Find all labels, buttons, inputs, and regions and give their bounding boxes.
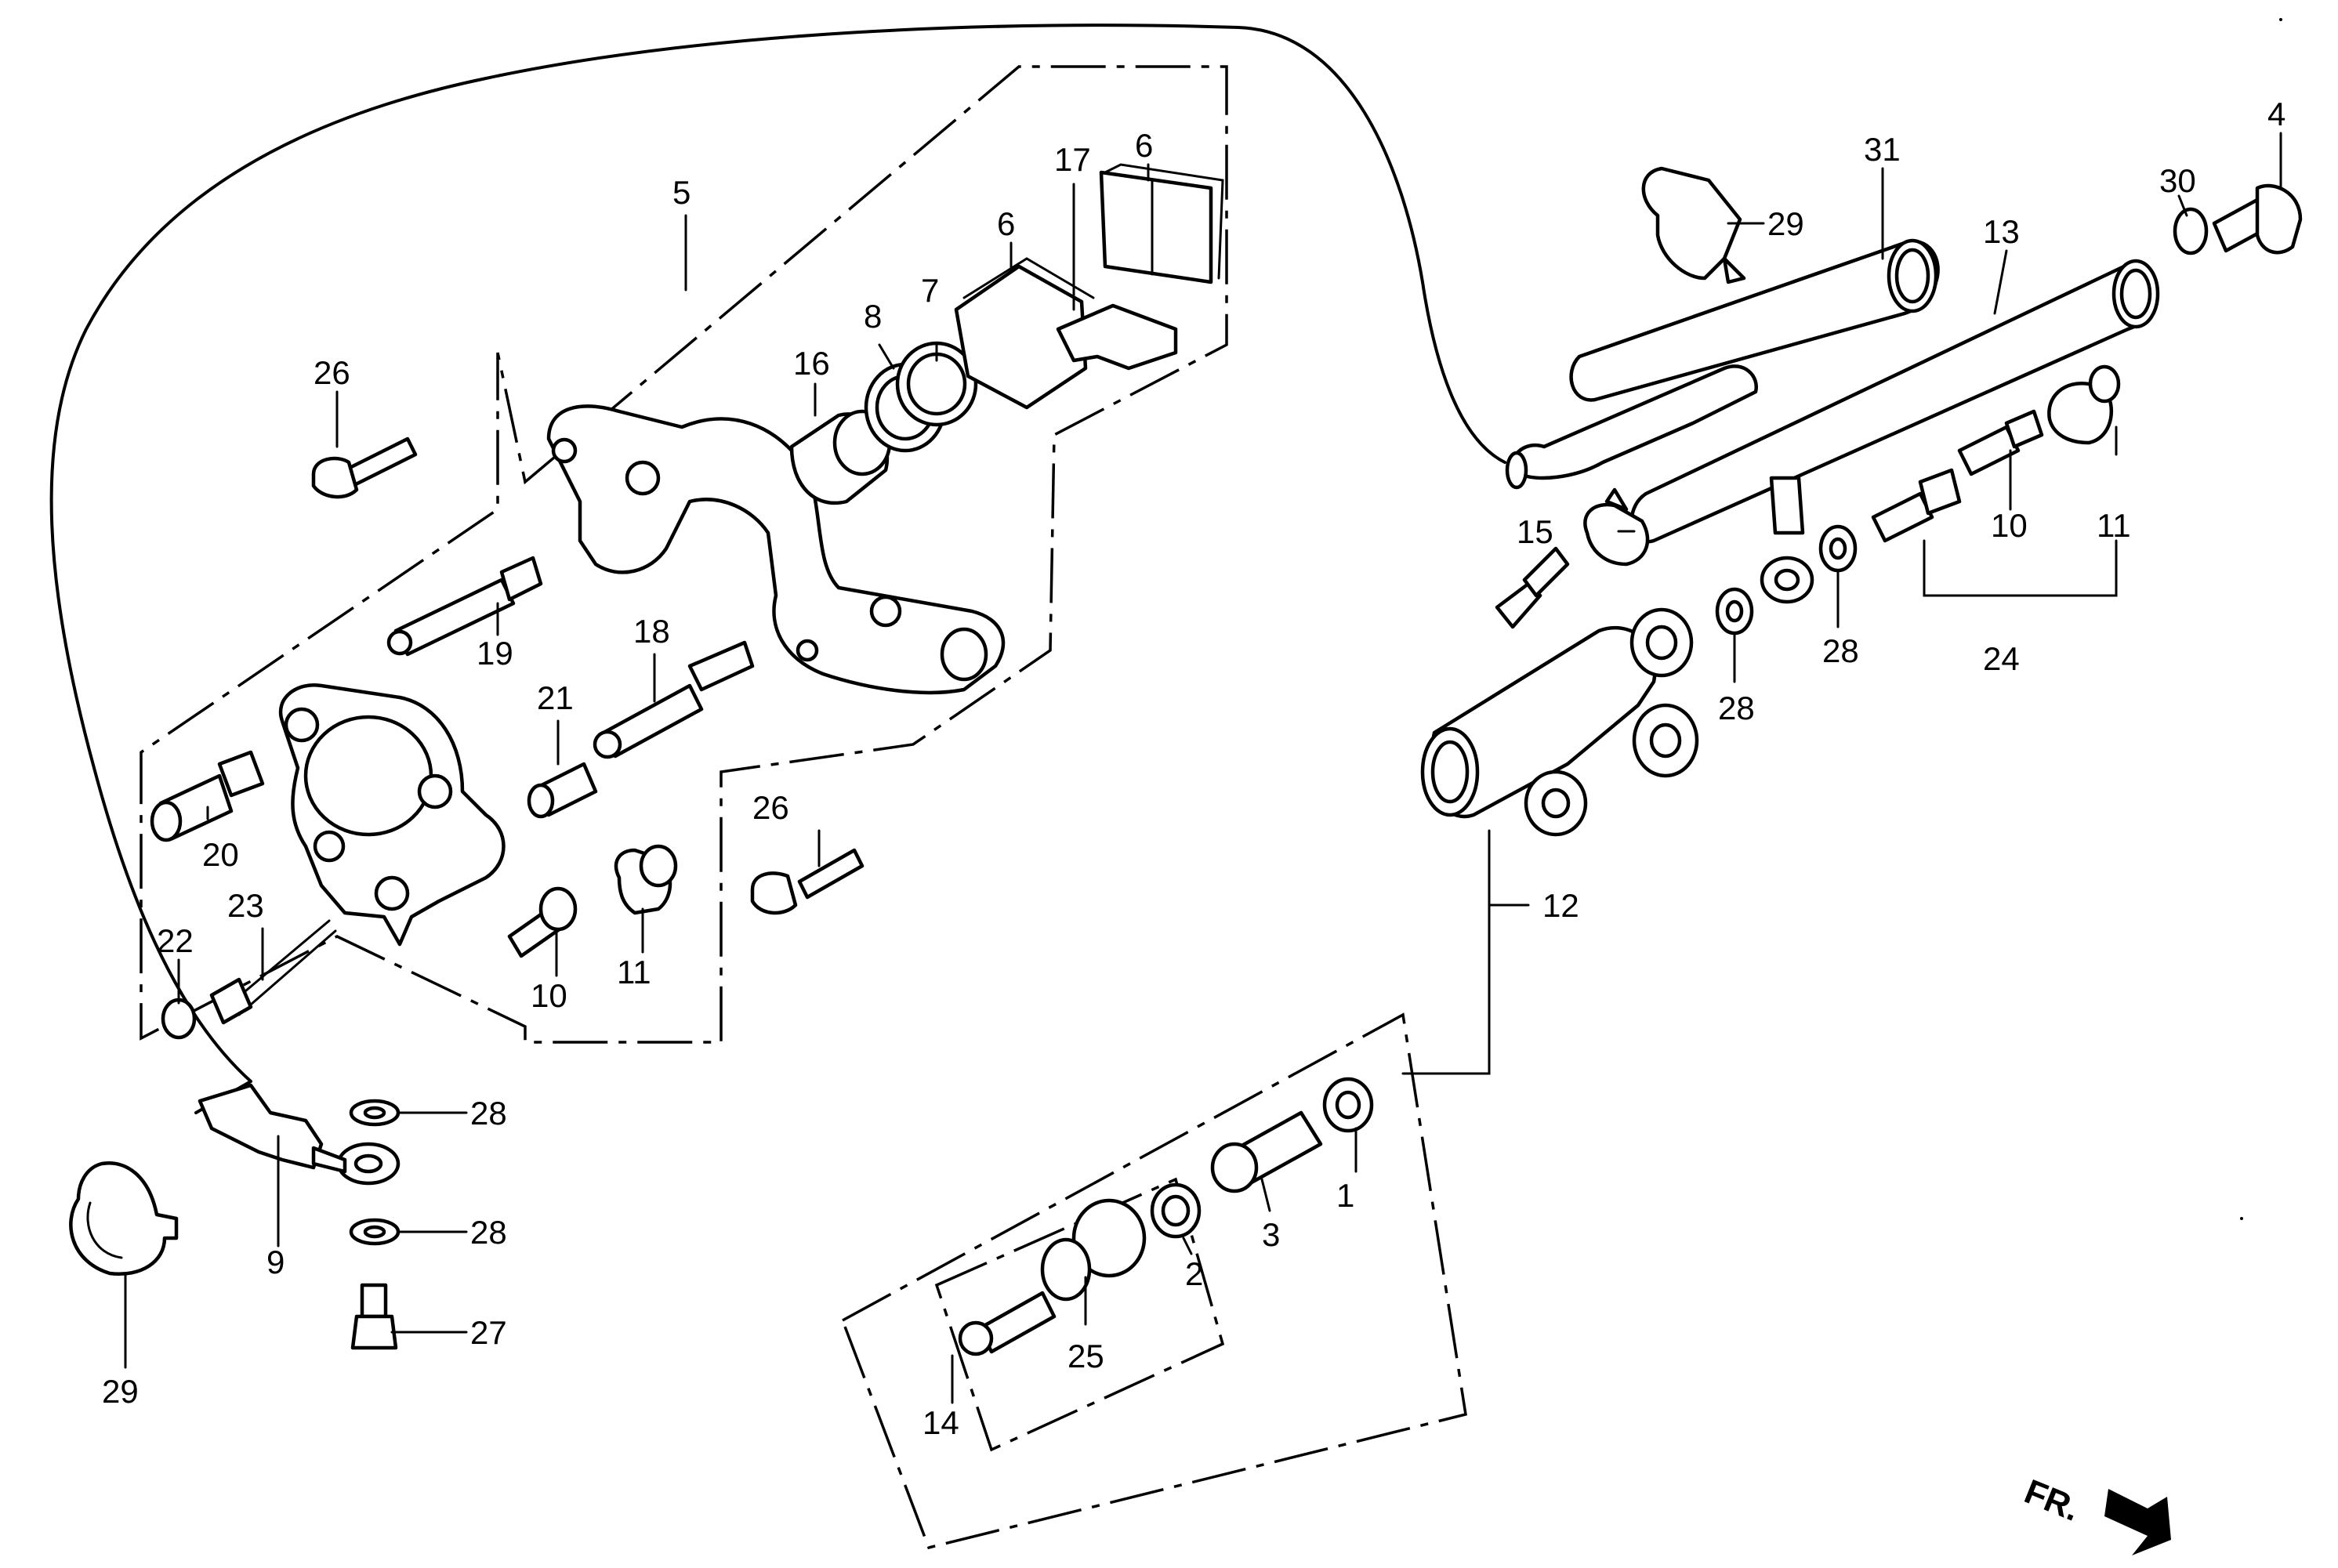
callout-5: 5 — [672, 174, 691, 211]
bolt-26-lower — [750, 848, 865, 915]
callout-2: 2 — [1185, 1255, 1203, 1292]
piston-1 — [1322, 1077, 1374, 1133]
master-cylinder-12 — [1420, 546, 1699, 837]
callout-23: 23 — [227, 887, 264, 924]
caliper-boundary — [140, 65, 1228, 1044]
washer-28-left-lower — [349, 1218, 401, 1246]
piston-seals — [864, 341, 978, 453]
callout-20: 20 — [202, 836, 239, 873]
callout-26a: 26 — [314, 354, 350, 391]
callout-6b: 6 — [997, 205, 1015, 242]
hose-clamp-29-top — [1641, 166, 1746, 284]
callout-28c: 28 — [1718, 690, 1755, 726]
callout-labels: 1 2 3 4 5 6 6 7 8 9 10 10 11 11 12 13 14… — [102, 96, 2285, 1441]
callout-1: 1 — [1336, 1177, 1354, 1214]
washer-30 — [2173, 207, 2209, 255]
brake-line-outline — [49, 24, 1506, 1114]
callout-4: 4 — [2267, 96, 2285, 132]
hose-clamp-29-left — [69, 1161, 179, 1276]
caliper-bracket — [546, 404, 1006, 695]
callout-29a: 29 — [102, 1373, 139, 1410]
pin-23 — [209, 919, 337, 1025]
callout-17: 17 — [1054, 141, 1091, 178]
reservoir-hose-31 — [1569, 238, 1940, 402]
scan-dot — [2240, 1217, 2243, 1220]
bleed-valve-20 — [150, 750, 265, 842]
bolt-4 — [2212, 183, 2303, 255]
callout-6a: 6 — [1135, 127, 1153, 164]
banjo-bolt-10-left — [507, 886, 578, 958]
scan-dot — [2279, 18, 2282, 21]
boot-25 — [1040, 1198, 1147, 1302]
callout-11b: 11 — [2097, 507, 2131, 544]
master-cylinder-boundary — [840, 1012, 1467, 1550]
bolt-27 — [350, 1283, 398, 1350]
brake-hose-9 — [198, 1083, 401, 1186]
hose-banjo-fitting — [1760, 476, 1814, 604]
fr-label: FR. — [2019, 1472, 2085, 1529]
spring-22 — [161, 998, 197, 1040]
callout-21: 21 — [537, 679, 574, 716]
callout-25: 25 — [1068, 1338, 1104, 1374]
callout-29b: 29 — [1767, 205, 1804, 242]
banjo-bolt-10-right — [1871, 409, 2044, 543]
callout-13: 13 — [1983, 213, 2020, 250]
cup-2 — [1150, 1182, 1202, 1239]
brake-pad-rear — [1099, 163, 1224, 284]
callout-27: 27 — [470, 1314, 507, 1351]
slide-pin-19 — [386, 556, 543, 657]
callout-22: 22 — [157, 922, 194, 959]
hose-joint — [1505, 364, 1759, 490]
callout-3: 3 — [1262, 1216, 1280, 1253]
piston-3 — [1210, 1110, 1323, 1193]
washer-28-left-upper — [349, 1099, 401, 1127]
pad-spring — [1056, 303, 1178, 371]
bolt-26-upper — [311, 436, 418, 499]
callout-10a: 10 — [531, 977, 567, 1014]
callout-30: 30 — [2159, 162, 2196, 199]
leader-12 — [1401, 829, 1491, 1075]
callout-16: 16 — [793, 345, 830, 382]
callout-11a: 11 — [617, 954, 651, 990]
brake-pad-front — [954, 257, 1095, 410]
leader-lines — [124, 132, 2282, 1404]
callout-28a: 28 — [470, 1095, 507, 1132]
callout-19: 19 — [477, 635, 513, 672]
callout-18: 18 — [633, 613, 670, 650]
leader-24 — [1923, 539, 2118, 597]
front-direction-indicator: FR. — [2019, 1472, 2171, 1555]
callout-15: 15 — [1517, 513, 1553, 550]
reservoir-hose-13 — [1629, 259, 2160, 544]
callout-8: 8 — [864, 298, 882, 335]
callout-14: 14 — [923, 1404, 959, 1441]
callout-12: 12 — [1542, 887, 1579, 924]
slide-pin-18 — [593, 640, 755, 759]
callout-24: 24 — [1983, 640, 2020, 677]
clamp-15 — [1583, 487, 1650, 567]
clip-11-left — [614, 844, 678, 915]
push-rod-14 — [958, 1291, 1057, 1356]
callout-7: 7 — [921, 272, 939, 309]
caliper-body — [278, 683, 506, 947]
callout-28b: 28 — [470, 1214, 507, 1251]
washer-28-right-b — [1818, 524, 1858, 573]
callout-26b: 26 — [752, 789, 789, 826]
fr-arrow-icon — [2104, 1489, 2171, 1555]
bleed-valve-21 — [527, 762, 598, 819]
washer-28-right-a — [1715, 587, 1754, 636]
callout-31: 31 — [1864, 131, 1901, 168]
callout-10b: 10 — [1991, 507, 2028, 544]
clip-11-right — [2047, 364, 2121, 445]
callout-28d: 28 — [1822, 632, 1859, 669]
callout-9: 9 — [266, 1244, 285, 1280]
